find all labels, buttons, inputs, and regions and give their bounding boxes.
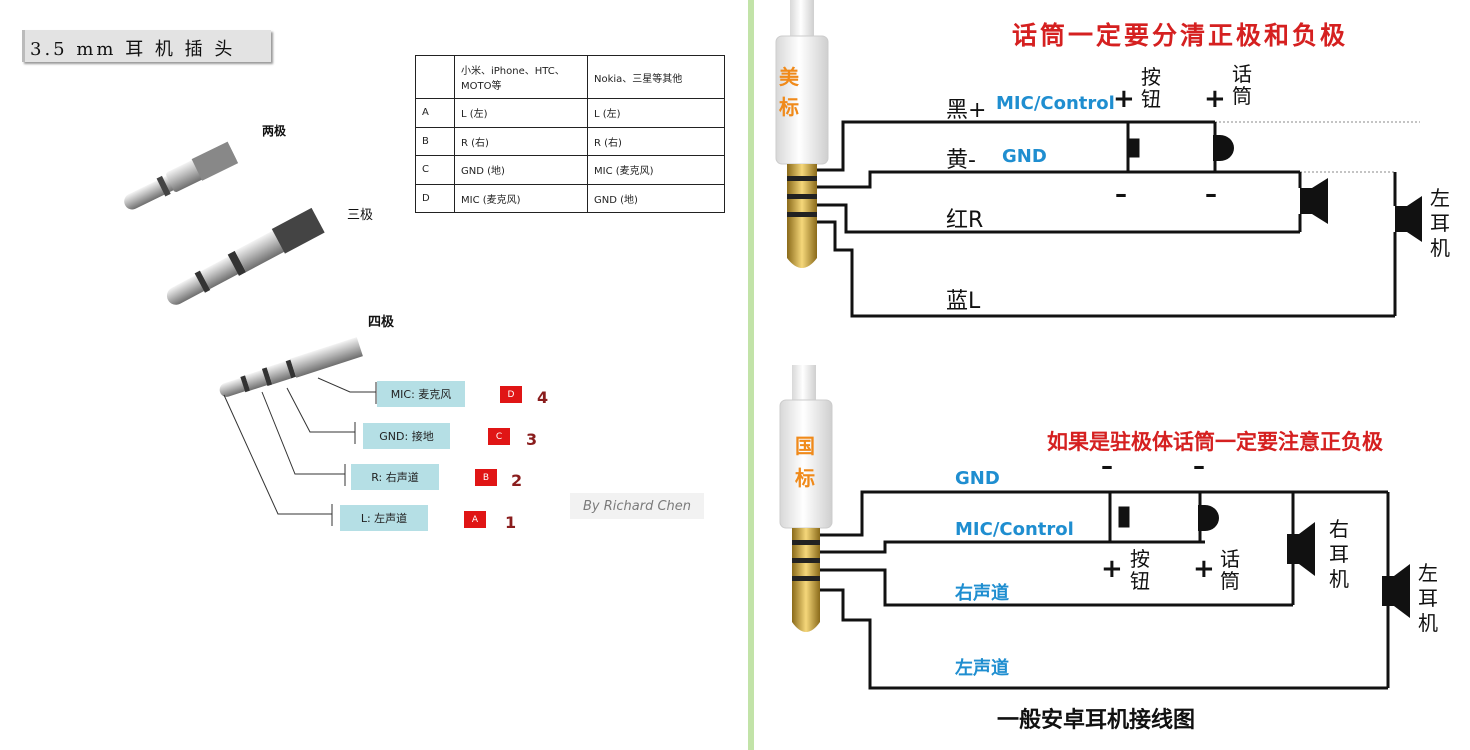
top-left-earphone-label: 左 耳 机 [1430,186,1450,261]
top-wire-black-label: 黑+ [946,98,987,123]
segment-badge-d: D [500,386,522,403]
top-button-label: 按 钮 [1141,66,1161,110]
label-three-pole: 三极 [347,208,374,223]
plug-mark-char: 标 [779,95,799,119]
bottom-gnd-label: GND [955,468,1000,489]
table-header-row: 小米、iPhone、HTC、MOTO等 Nokia、三星等其他 [415,55,725,99]
label-four-pole: 四极 [368,315,395,330]
top-plug [775,0,829,268]
four-pole-plug [219,337,363,397]
top-mic-label: MIC/Control [996,93,1115,114]
ear-char: 机 [1418,611,1438,635]
bottom-title: 如果是驻极体话筒一定要注意正负极 [1047,430,1383,454]
bottom-mic-label: MIC/Control [955,519,1074,540]
plug-illustrations [124,141,377,526]
top-components [1126,122,1422,316]
plug-mark-char: 美 [779,65,799,89]
top-wires [817,120,1395,318]
top-gnd-label: GND [1002,146,1047,167]
ear-char: 机 [1430,236,1450,260]
bottom-right-channel-label: 右声道 [955,583,1009,604]
table-row: D MIC (麦克风) GND (地) [415,183,725,213]
bottom-button-label: 按 钮 [1130,548,1150,592]
label-two-pole: 两极 [262,124,287,138]
segment-badge-c: C [488,428,510,445]
table-header: 小米、iPhone、HTC、MOTO等 [454,55,588,99]
top-wire-yellow-label: 黄- [946,148,976,173]
segment-number-1: 1 [505,513,517,532]
bottom-button-plus: + [1101,554,1123,584]
top-button-plus: + [1113,84,1135,114]
divider [748,0,754,750]
bottom-button-minus: – [1101,452,1113,480]
table-row: B R (右) R (右) [415,126,725,156]
bottom-left-channel-label: 左声道 [955,658,1009,679]
leader-lines [223,377,377,526]
top-mic-minus: – [1205,180,1217,208]
table-cell: GND (地) [454,155,588,185]
segment-number-2: 2 [511,471,523,490]
three-pole-plug [166,207,325,305]
bottom-right-earphone-label: 右 耳 机 [1329,517,1349,592]
credit-text: By Richard Chen [570,493,704,519]
mic-char: 话 [1220,547,1240,571]
top-plug-mark: 美 标 [779,62,799,122]
mic-char: 话 [1232,62,1252,86]
two-pole-plug [124,141,239,210]
mic-char: 筒 [1220,569,1240,593]
table-cell: D [415,183,455,213]
bottom-mic-plus: + [1193,554,1215,584]
plug-mark-char: 国 [795,434,815,458]
ear-char: 机 [1329,567,1349,591]
header-box [22,30,271,62]
bottom-caption: 一般安卓耳机接线图 [997,708,1196,733]
segment-number-3: 3 [526,430,538,449]
segment-number-4: 4 [537,388,549,407]
top-thin-lines [1215,121,1420,173]
top-button-minus: – [1115,180,1127,208]
segment-badge-a: A [464,511,486,528]
table-header: Nokia、三星等其他 [587,55,725,99]
table-cell: GND (地) [587,183,725,213]
table-row: C GND (地) MIC (麦克风) [415,155,725,185]
top-wire-red-label: 红R [946,208,984,233]
ear-char: 左 [1418,561,1438,585]
table-cell: R (右) [454,126,588,156]
segment-box-gnd: GND: 接地 [363,423,450,449]
bottom-wires [820,490,1388,690]
segment-badge-b: B [475,469,497,486]
bottom-components [1108,492,1410,688]
button-char: 按 [1141,65,1161,89]
button-char: 钮 [1130,569,1150,593]
top-mic-plus: + [1204,84,1226,114]
ear-char: 左 [1430,186,1450,210]
bottom-left-earphone-label: 左 耳 机 [1418,561,1438,636]
top-wire-blue-label: 蓝L [946,289,981,314]
ear-char: 耳 [1329,542,1349,566]
table-cell: MIC (麦克风) [454,183,588,213]
table-cell: L (左) [587,98,725,128]
segment-box-left: L: 左声道 [340,505,428,531]
bottom-plug [779,365,833,632]
bottom-mic-minus: – [1193,452,1205,480]
button-char: 钮 [1141,87,1161,111]
ear-char: 耳 [1418,586,1438,610]
page-title: 3.5 mm 耳 机 插 头 [30,39,236,60]
top-title: 话筒一定要分清正极和负极 [1012,21,1349,50]
top-mic-part-label: 话 筒 [1232,63,1252,107]
ear-char: 耳 [1430,211,1450,235]
mic-char: 筒 [1232,84,1252,108]
table-cell: MIC (麦克风) [587,155,725,185]
ear-char: 右 [1329,517,1349,541]
bottom-mic-part-label: 话 筒 [1220,548,1240,592]
plug-mark-char: 标 [795,466,815,490]
bottom-plug-mark: 国 标 [795,430,815,494]
button-char: 按 [1130,547,1150,571]
table-cell: A [415,98,455,128]
segment-box-mic: MIC: 麦克风 [377,381,465,407]
pin-table: 小米、iPhone、HTC、MOTO等 Nokia、三星等其他 A L (左) … [415,55,725,213]
segment-box-right: R: 右声道 [351,464,439,490]
table-cell: R (右) [587,126,725,156]
